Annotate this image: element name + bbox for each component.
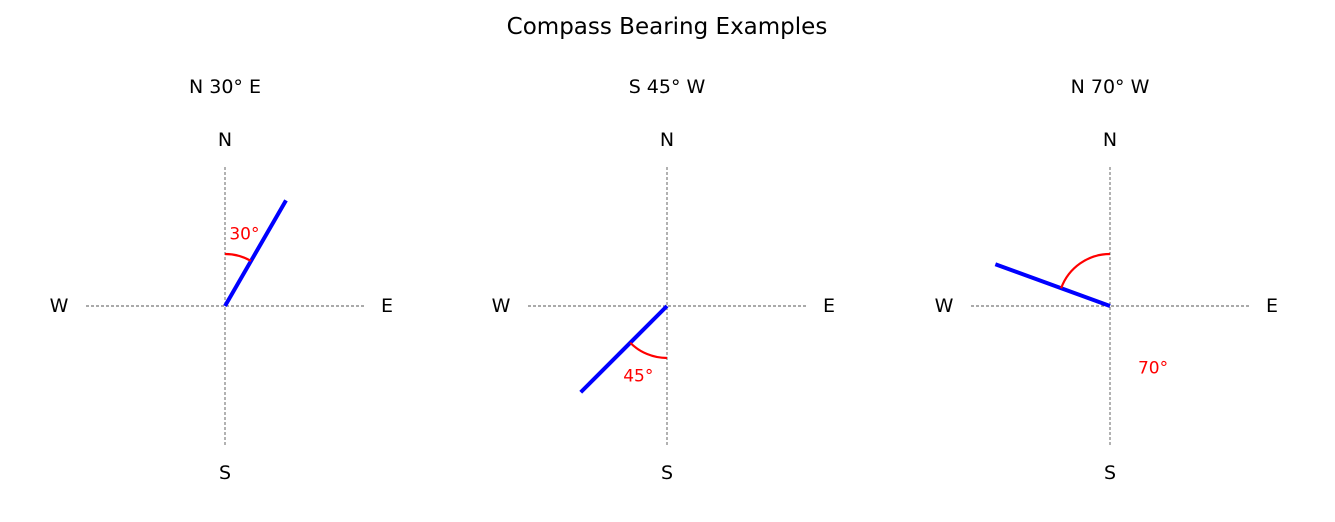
west-label: W [50,295,69,317]
east-label: E [1266,295,1278,317]
east-label: E [823,295,835,317]
angle-label: 70° [1138,358,1168,378]
bearing-line [994,262,1111,308]
south-label: S [1104,462,1116,484]
angle-arc [224,252,252,262]
panel-title: N 30° E [189,76,261,98]
figure-title: Compass Bearing Examples [507,14,828,40]
east-label: E [381,295,393,317]
panel-title: N 70° W [1071,76,1150,98]
angle-arc [629,341,668,360]
bearing-line [223,199,288,307]
north-label: N [218,129,232,151]
west-label: W [492,295,511,317]
compass-panel: N 70° W N S E W 70° [935,76,1278,484]
angle-label: 45° [623,366,653,386]
south-label: S [219,462,231,484]
panels-layer: N 30° E N S E W 30° S 45° W N S E W 45° N 70° W N S E W 7… [50,76,1278,484]
west-label: W [935,295,954,317]
angle-label: 30° [229,225,259,245]
panel-title: S 45° W [629,76,706,98]
angle-arc [1060,252,1111,289]
north-label: N [1103,129,1117,151]
compass-panel: N 30° E N S E W 30° [50,76,393,484]
compass-panel: S 45° W N S E W 45° [492,76,835,484]
bearing-line [579,304,669,394]
north-label: N [660,129,674,151]
south-label: S [661,462,673,484]
